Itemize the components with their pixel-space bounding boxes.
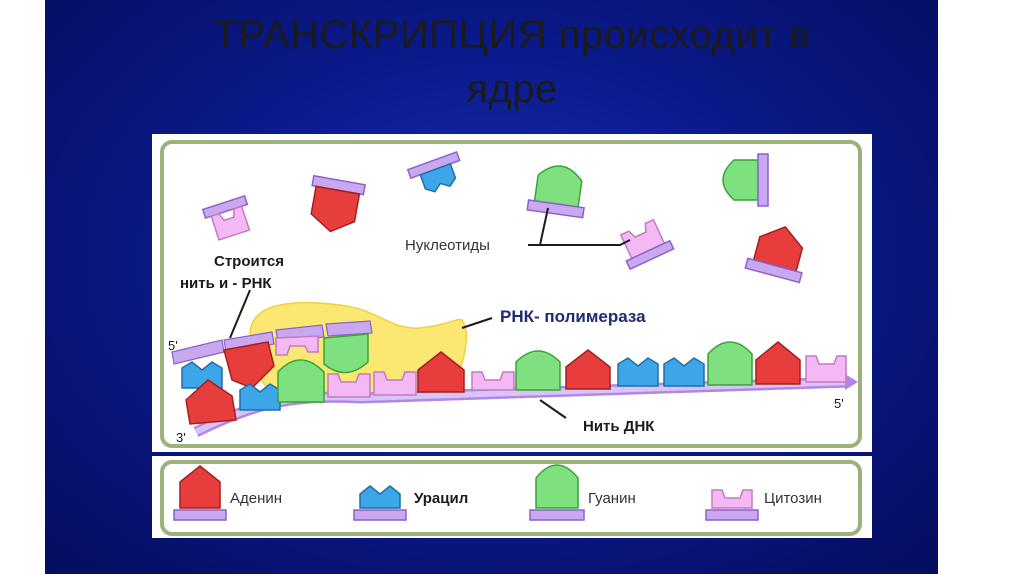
adenine-swatch <box>179 465 221 509</box>
uracil-base <box>663 357 705 387</box>
title-line-1: ТРАНСКРИПЦИЯ происходит в <box>213 13 811 57</box>
main-panel-frame <box>160 140 862 448</box>
adenine-base <box>223 341 275 389</box>
title-line-2: ядре <box>466 67 558 111</box>
adenine-base <box>417 351 465 393</box>
adenine-base <box>755 341 801 385</box>
adenine-base <box>565 349 611 390</box>
free-uracil <box>406 150 461 193</box>
dna-strand-label: Нить ДНК <box>583 418 655 435</box>
guanine-base <box>515 350 561 391</box>
end-5-left-label: 5' <box>168 338 178 353</box>
guanine-base <box>707 341 753 386</box>
end-5-right-label: 5' <box>834 396 844 411</box>
legend: Аденин Урацил Гуанин Цитозин <box>173 464 822 521</box>
legend-item-guanine: Гуанин <box>529 464 636 521</box>
free-cytosine <box>619 218 675 271</box>
guanine-base <box>277 359 325 403</box>
cytosine-base <box>327 373 371 398</box>
slide-title: ТРАНСКРИПЦИЯ происходит в ядре <box>0 8 1024 116</box>
paired-bases <box>181 333 417 425</box>
legend-item-adenine: Аденин <box>173 465 282 521</box>
adenine-base <box>185 379 237 425</box>
legend-item-cytosine: Цитозин <box>705 489 822 521</box>
cytosine-base <box>471 371 515 391</box>
nucleotides-label: Нуклеотиды <box>405 237 490 254</box>
free-adenine <box>744 226 804 284</box>
guanine-base <box>323 333 369 374</box>
free-adenine <box>310 174 366 233</box>
guanine-swatch <box>535 464 579 509</box>
legend-label-adenine: Аденин <box>230 490 282 507</box>
uracil-swatch <box>359 485 401 509</box>
free-guanine <box>526 165 585 219</box>
cytosine-base <box>373 371 417 396</box>
dna-strand-arrow <box>845 374 858 390</box>
free-cytosine <box>201 194 251 241</box>
legend-item-uracil: Урацил <box>353 485 468 521</box>
pointer-lines <box>229 207 631 419</box>
cytosine-swatch <box>711 489 753 509</box>
cytosine-base <box>805 355 847 383</box>
uracil-base <box>181 361 223 389</box>
end-3-left-label: 3' <box>176 430 186 445</box>
polymerase-label: РНК- полимераза <box>500 307 646 326</box>
legend-label-cytosine: Цитозин <box>764 490 822 507</box>
legend-label-guanine: Гуанин <box>588 490 636 507</box>
free-guanine <box>722 153 769 207</box>
uracil-base <box>239 383 281 411</box>
dna-bases <box>417 341 847 393</box>
legend-panel-frame <box>160 460 862 536</box>
uracil-base <box>617 357 659 387</box>
legend-label-uracil: Урацил <box>414 490 468 507</box>
free-nucleotides <box>201 150 804 284</box>
rna-strand-label-line-1: Строится <box>214 253 284 270</box>
cytosine-base <box>275 335 319 356</box>
rna-strand-label-line-2: нить и - РНК <box>180 275 272 292</box>
